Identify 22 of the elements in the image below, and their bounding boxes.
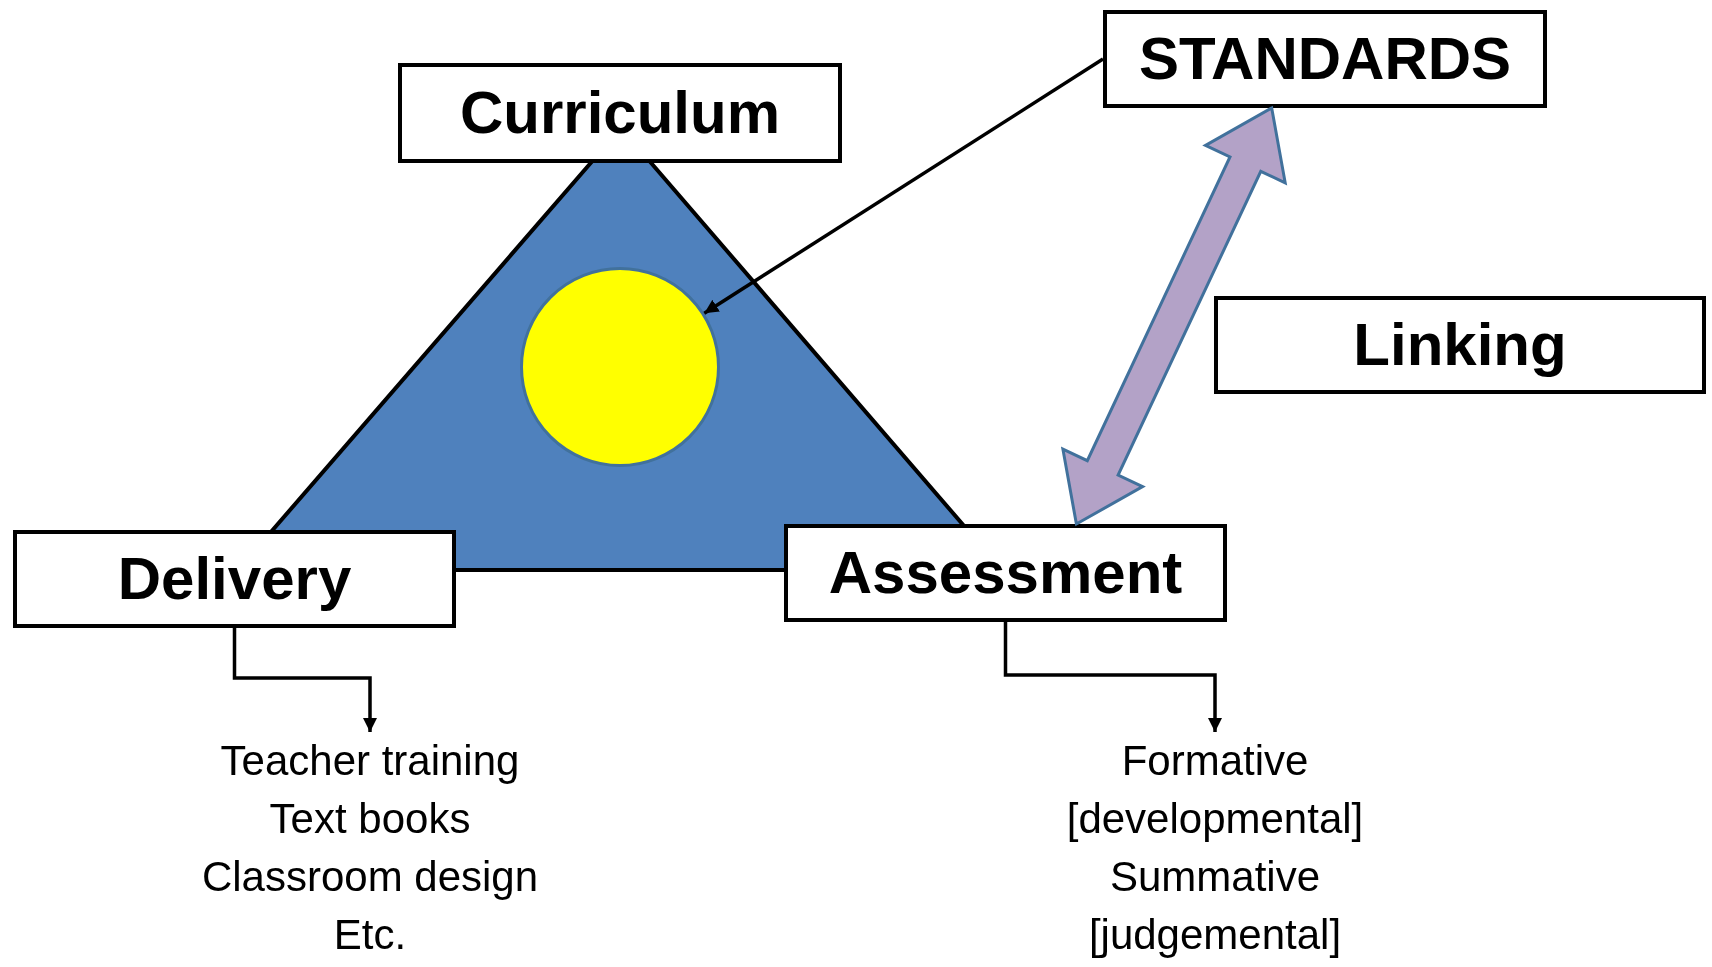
arrow [232, 628, 377, 732]
list-item: [developmental] [1066, 794, 1364, 844]
arrow [1003, 622, 1222, 732]
list-item: Formative [1121, 736, 1309, 786]
arrow [703, 57, 1104, 315]
box-label: Assessment [828, 543, 1183, 603]
label-box [1214, 296, 1706, 394]
double-arrow [1060, 105, 1288, 527]
list-item: Text books [269, 794, 471, 844]
box-label: Delivery [117, 549, 352, 609]
box-label: STANDARDS [1138, 29, 1512, 89]
box-label: Curriculum [459, 83, 780, 143]
list-item: [judgemental] [1088, 910, 1342, 960]
list-item: Teacher training [220, 736, 520, 786]
list-item: Summative [1109, 852, 1321, 902]
label-box [398, 63, 842, 163]
list-item: Classroom design [201, 852, 539, 902]
label-box [13, 530, 456, 628]
label-box [1103, 10, 1547, 108]
label-box [784, 524, 1227, 622]
list-item: Etc. [333, 910, 407, 960]
box-label: Linking [1353, 315, 1567, 375]
